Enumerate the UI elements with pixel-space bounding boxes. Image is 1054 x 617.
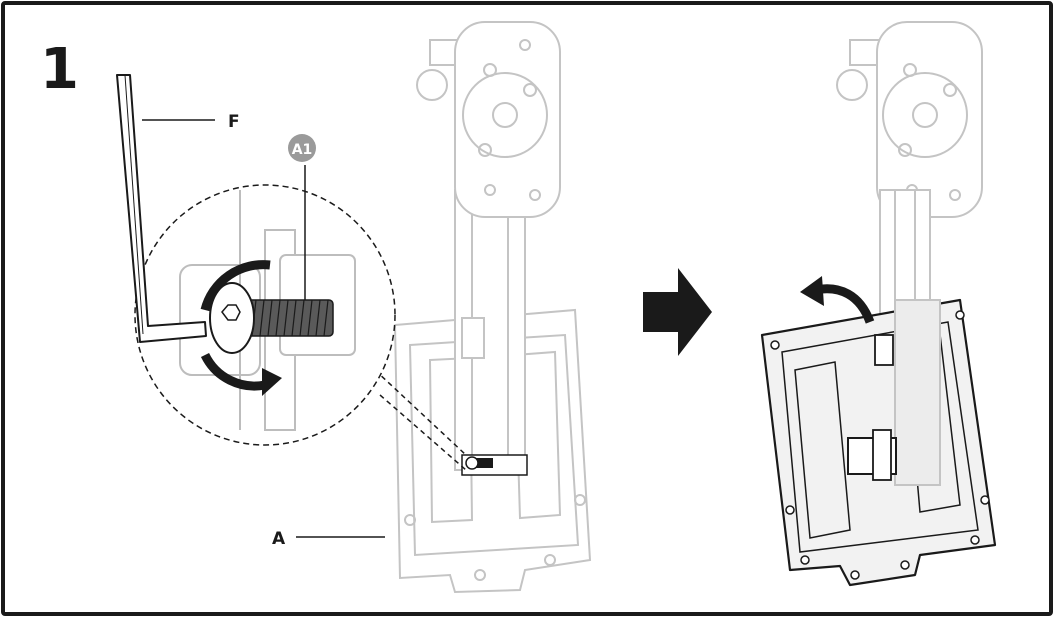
hex-key-icon (116, 74, 207, 343)
bracket-label: A (272, 529, 286, 549)
screw-badge-label: A1 (292, 142, 313, 158)
screw-icon (461, 454, 528, 476)
rotate-arrow-icon (200, 260, 271, 312)
zoom-connector (374, 369, 467, 471)
right-assembly (760, 21, 997, 587)
screw-badge: A1 (288, 134, 316, 162)
step-number: 1 (40, 37, 79, 102)
detail-zoom-circle (134, 184, 396, 446)
tool-label: F (228, 112, 240, 132)
next-arrow-icon (643, 268, 712, 356)
left-assembly-faded (393, 21, 592, 594)
